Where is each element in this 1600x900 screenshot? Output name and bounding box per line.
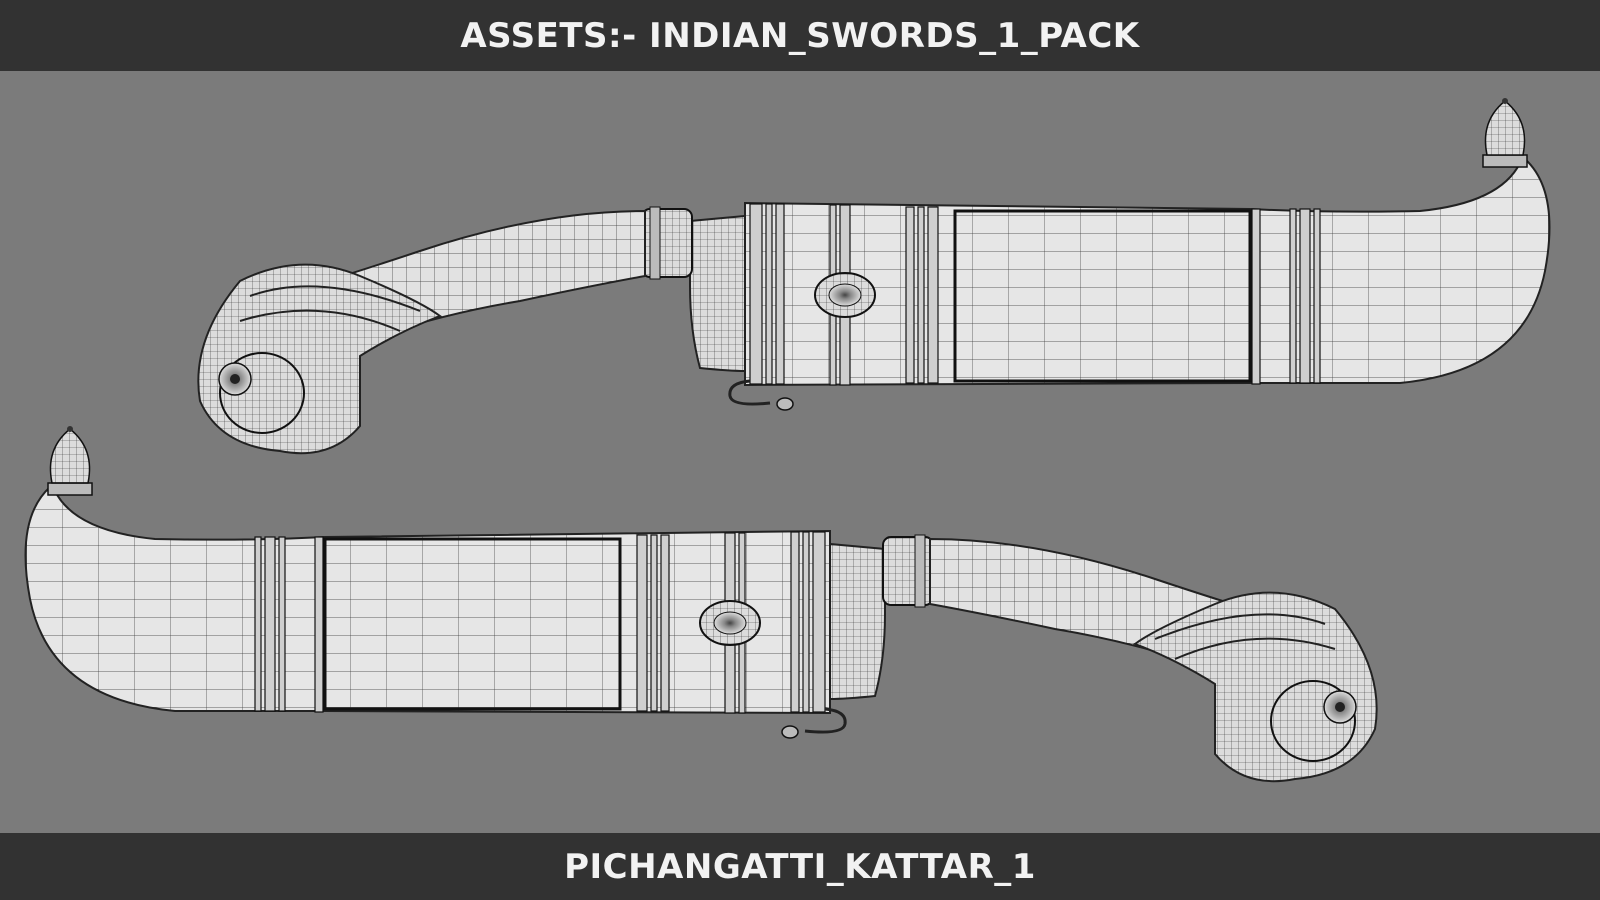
pichangatti-kattar-bottom-view — [24, 426, 1378, 783]
pichangatti-kattar-top-view — [197, 98, 1551, 455]
finial-bottom — [47, 426, 93, 496]
finial-top — [1482, 98, 1528, 168]
header-banner: ASSETS:- INDIAN_SWORDS_1_PACK — [0, 0, 1600, 71]
asset-name-label: PICHANGATTI_KATTAR_1 — [564, 846, 1036, 887]
scabbard-bottom — [24, 426, 847, 739]
handle-top — [197, 206, 746, 455]
footer-banner: PICHANGATTI_KATTAR_1 — [0, 833, 1600, 900]
scabbard-top — [728, 98, 1551, 411]
handle-bottom — [829, 534, 1378, 783]
header-title: ASSETS:- INDIAN_SWORDS_1_PACK — [460, 15, 1140, 56]
model-viewport — [0, 71, 1600, 833]
